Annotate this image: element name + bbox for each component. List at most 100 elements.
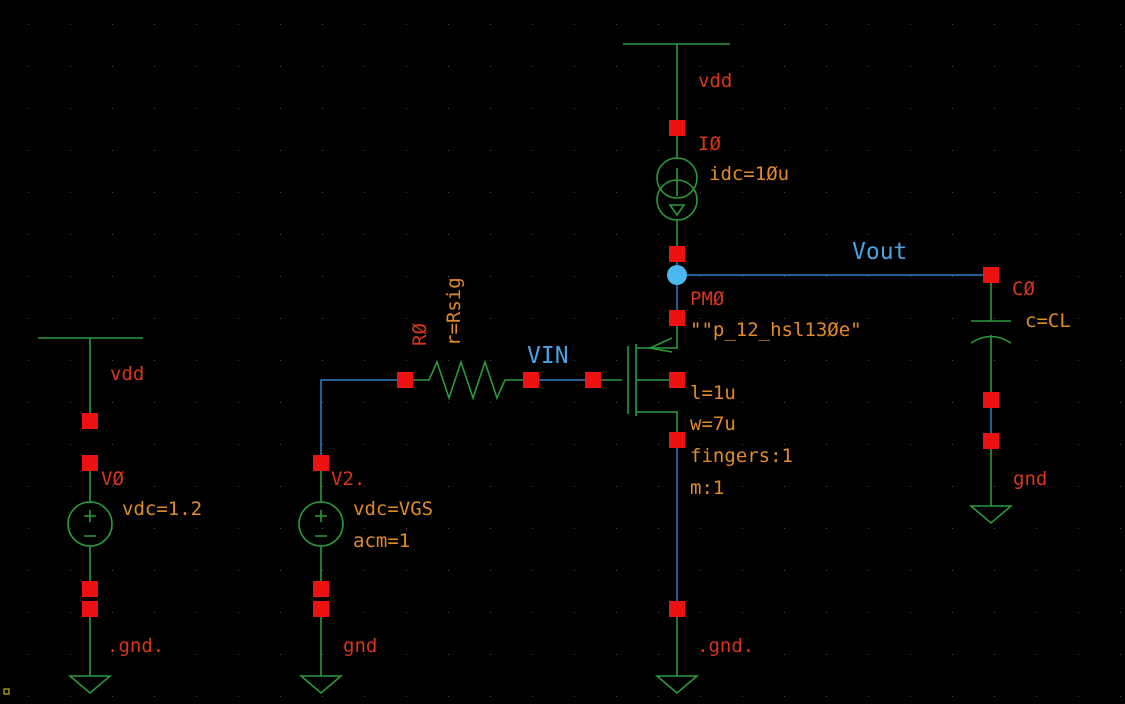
- grid-dot: [1120, 276, 1121, 277]
- v2-source[interactable]: [298, 463, 344, 695]
- grid-dot: [868, 486, 869, 487]
- grid-dot: [868, 66, 869, 67]
- grid-dot: [448, 528, 449, 529]
- grid-dot: [280, 24, 281, 25]
- grid-dot: [28, 444, 29, 445]
- grid-dot: [364, 528, 365, 529]
- pin[interactable]: [523, 372, 539, 388]
- pin[interactable]: [669, 372, 685, 388]
- grid-dot: [112, 150, 113, 151]
- grid-dot: [910, 360, 911, 361]
- pin[interactable]: [669, 246, 685, 262]
- pin[interactable]: [82, 581, 98, 597]
- grid-dot: [952, 696, 953, 697]
- grid-dot: [700, 66, 701, 67]
- grid-dot: [406, 318, 407, 319]
- pin[interactable]: [82, 455, 98, 471]
- grid-dot: [1036, 486, 1037, 487]
- grid-dot: [532, 654, 533, 655]
- pin[interactable]: [82, 601, 98, 617]
- grid-dot: [406, 192, 407, 193]
- pin[interactable]: [669, 310, 685, 326]
- grid-dot: [994, 318, 995, 319]
- grid-dot: [70, 66, 71, 67]
- v0-source[interactable]: [38, 337, 143, 695]
- grid-dot: [700, 444, 701, 445]
- grid-dot: [742, 528, 743, 529]
- grid-dot: [658, 654, 659, 655]
- grid-dot: [826, 276, 827, 277]
- pin[interactable]: [313, 601, 329, 617]
- grid-dot: [532, 318, 533, 319]
- grid-dot: [406, 654, 407, 655]
- pin[interactable]: [82, 413, 98, 429]
- grid-dot: [70, 192, 71, 193]
- grid-dot: [70, 108, 71, 109]
- pin[interactable]: [983, 267, 999, 283]
- grid-dot: [1078, 318, 1079, 319]
- grid-dot: [238, 696, 239, 697]
- grid-dot: [910, 528, 911, 529]
- grid-dot: [952, 318, 953, 319]
- grid-dot: [448, 612, 449, 613]
- grid-dot: [532, 276, 533, 277]
- grid-dot: [658, 276, 659, 277]
- instance-name-r0: RØ: [409, 323, 431, 346]
- grid-dot: [952, 528, 953, 529]
- grid-dot: [1036, 150, 1037, 151]
- grid-dot: [1120, 570, 1121, 571]
- pins: [82, 120, 999, 617]
- pin[interactable]: [397, 372, 413, 388]
- grid-dot: [196, 108, 197, 109]
- i0-current-source[interactable]: [623, 43, 730, 254]
- grid-dot: [784, 108, 785, 109]
- pin[interactable]: [313, 581, 329, 597]
- pin[interactable]: [983, 433, 999, 449]
- grid-dot: [1036, 696, 1037, 697]
- r0-resistor[interactable]: [405, 359, 531, 401]
- grid-dot: [28, 402, 29, 403]
- grid-dot: [868, 108, 869, 109]
- grid-dot: [280, 402, 281, 403]
- grid-dot: [364, 486, 365, 487]
- grid-dot: [154, 528, 155, 529]
- grid-dot: [406, 360, 407, 361]
- pin[interactable]: [669, 601, 685, 617]
- grid-dot: [700, 486, 701, 487]
- grid-dot: [910, 444, 911, 445]
- pm0-ground[interactable]: [654, 609, 700, 695]
- grid-dot: [280, 444, 281, 445]
- pin[interactable]: [669, 432, 685, 448]
- net-label-vin: VIN: [527, 343, 569, 369]
- grid-dot: [952, 66, 953, 67]
- grid-dot: [826, 318, 827, 319]
- pm0-pmos[interactable]: [593, 318, 678, 440]
- pin[interactable]: [585, 372, 601, 388]
- grid-dot: [826, 486, 827, 487]
- grid-dot: [70, 318, 71, 319]
- net-junction-dot[interactable]: [667, 265, 687, 285]
- wire-vsrc-to-r0[interactable]: [320, 379, 405, 463]
- grid-dot: [532, 150, 533, 151]
- grid-dot: [1078, 654, 1079, 655]
- grid-dot: [616, 276, 617, 277]
- grid-dot: [28, 66, 29, 67]
- grid-dot: [868, 402, 869, 403]
- grid-dot: [364, 612, 365, 613]
- grid-dot: [154, 486, 155, 487]
- pin[interactable]: [313, 455, 329, 471]
- grid-dot: [742, 612, 743, 613]
- grid-dot: [700, 654, 701, 655]
- grid-dot: [742, 192, 743, 193]
- grid-dot: [322, 318, 323, 319]
- pin[interactable]: [669, 120, 685, 136]
- grid-dot: [1078, 696, 1079, 697]
- instance-name-c0: CØ: [1012, 278, 1035, 300]
- grid-dot: [280, 108, 281, 109]
- grid-dot: [700, 318, 701, 319]
- grid-dot: [1078, 444, 1079, 445]
- c0-capacitor[interactable]: [968, 275, 1014, 525]
- grid-dot: [952, 150, 953, 151]
- pin[interactable]: [983, 392, 999, 408]
